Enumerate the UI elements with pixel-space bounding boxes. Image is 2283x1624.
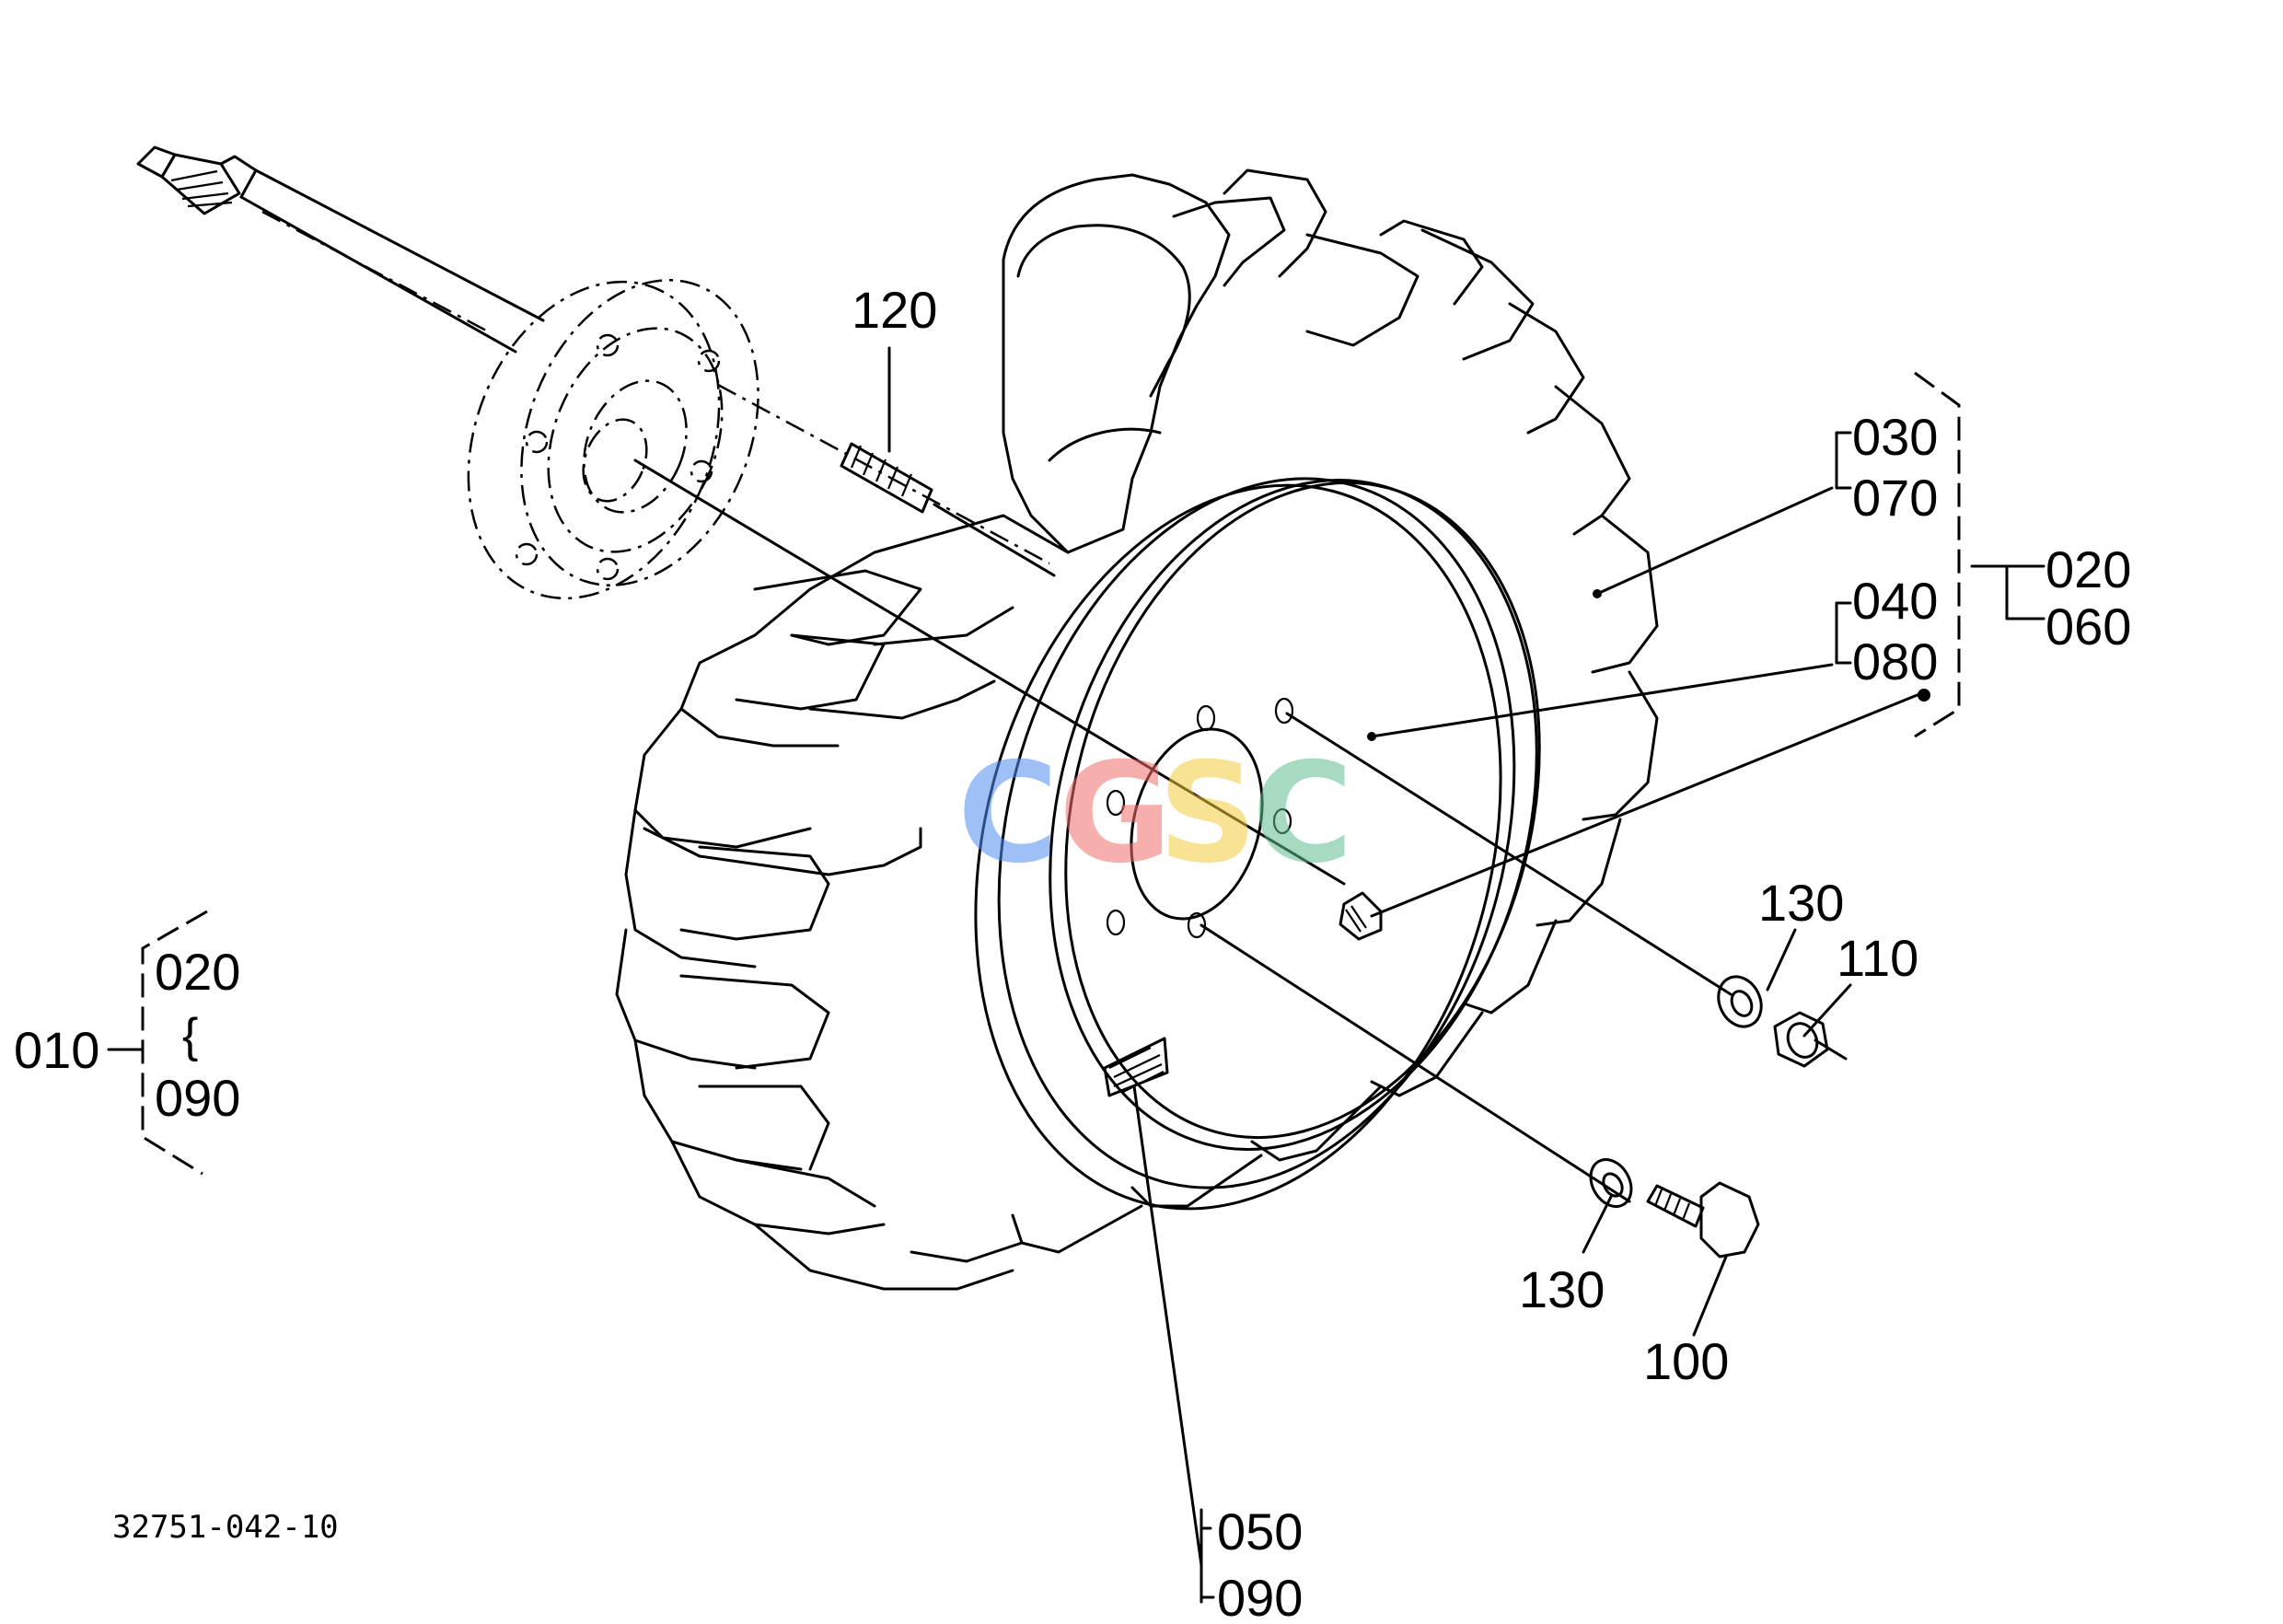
label-010: 010 [14,1021,99,1079]
watermark-letter: S [1158,734,1257,894]
label-100: 100 [1643,1332,1729,1390]
watermark-letter: C [957,734,1059,894]
drawing-code: 32751-042-10 [112,1509,339,1546]
spring-washer-lower [1589,1158,1633,1208]
label-120: 120 [852,281,937,339]
label-070: 070 [1852,469,1938,527]
hub-flange [467,279,759,600]
label-090-left: 090 [155,1069,240,1127]
label-080: 080 [1852,632,1938,690]
callout-labels: 120 030 070 040 080 020 060 130 110 130 … [14,281,2131,1624]
label-020-left: 020 [155,943,240,1001]
label-090-bottom: 090 [1217,1569,1303,1624]
stud-120 [840,442,1056,577]
watermark-logo: C G S C [957,734,1353,894]
wheel-rim [974,477,1541,1211]
watermark-letter: C [1252,734,1353,894]
label-130-lower: 130 [1519,1260,1605,1318]
hub-axis-line [633,458,1346,886]
label-130-upper: 130 [1758,874,1844,932]
label-range-glyph: { [182,1009,198,1062]
lugged-tire [615,168,1659,1291]
label-030: 030 [1852,408,1938,466]
watermark-letter: G [1059,734,1172,894]
hex-bolt [1646,1181,1760,1259]
label-020-right: 020 [2045,540,2131,598]
label-060: 060 [2045,597,2131,655]
label-040: 040 [1852,572,1938,630]
label-110: 110 [1837,929,1918,987]
axle-shaft [136,145,545,354]
label-050: 050 [1217,1502,1303,1560]
leader-lines [107,346,2045,1604]
hex-nut [1773,1011,1848,1068]
rim-bolt [1339,891,1383,941]
spring-washer-upper [1717,975,1763,1028]
